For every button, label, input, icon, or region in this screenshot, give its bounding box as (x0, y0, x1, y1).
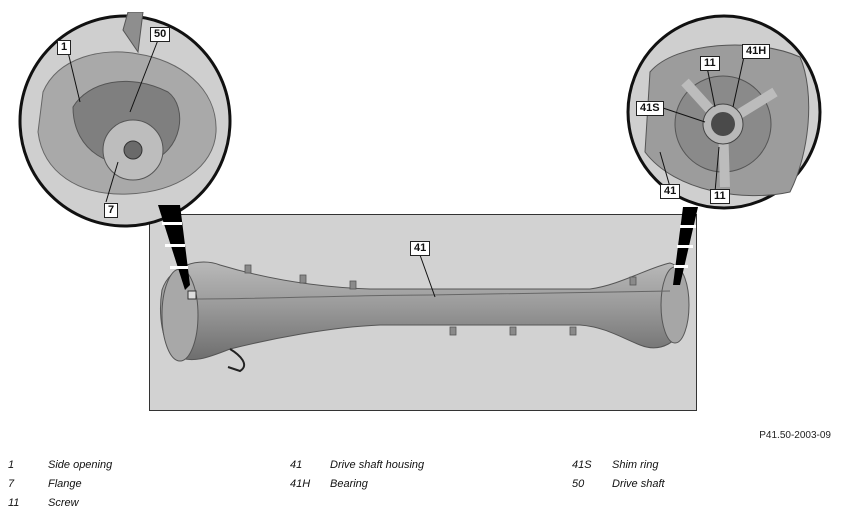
callout-41-main: 41 (410, 241, 431, 256)
callout-50: 50 (150, 27, 171, 42)
callout-7: 7 (104, 203, 119, 218)
legend-number: 1 (8, 459, 15, 471)
legend-text: Drive shaft (612, 478, 665, 490)
legend: 1 Side opening 7 Flange 11 Screw 41 Driv… (0, 455, 845, 515)
left-connector (158, 205, 190, 290)
legend-text: Shim ring (612, 459, 659, 471)
legend-number: 41H (290, 478, 311, 490)
technical-figure: 1 50 7 41 41H 11 41S 41 11 P41.50-2003-0… (18, 12, 831, 441)
callout-41H: 41H (742, 44, 771, 59)
callout-41-detail: 41 (660, 184, 681, 199)
legend-text: Bearing (330, 478, 368, 490)
figure-code: P41.50-2003-09 (759, 430, 831, 441)
legend-text: Drive shaft housing (330, 459, 425, 471)
callout-11-bottom: 11 (710, 189, 730, 204)
right-connector (673, 207, 698, 285)
legend-text: Side opening (48, 459, 113, 471)
legend-number: 41S (572, 459, 592, 471)
legend-number: 41 (290, 459, 303, 471)
legend-number: 7 (8, 478, 15, 490)
legend-text: Flange (48, 478, 82, 490)
legend-text: Screw (48, 497, 79, 509)
bearing-detail-circle (626, 14, 822, 210)
housing-illustration (160, 254, 690, 373)
flange-detail-circle (18, 12, 232, 228)
callout-1: 1 (57, 40, 72, 55)
callout-11-top: 11 (700, 56, 720, 71)
legend-number: 11 (8, 497, 20, 509)
legend-number: 50 (572, 478, 585, 490)
callout-41S: 41S (636, 101, 664, 116)
